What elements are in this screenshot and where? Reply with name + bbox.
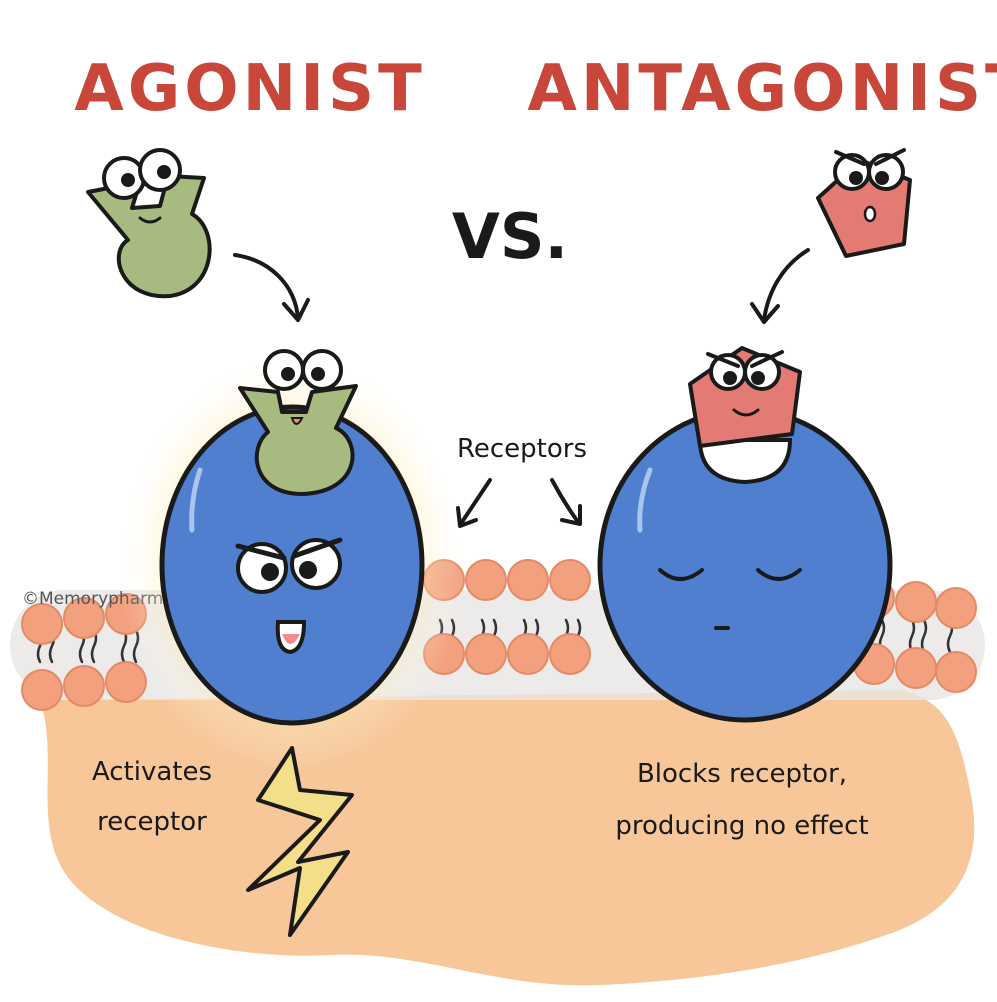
arrow-icon	[458, 478, 492, 527]
arrow-icon	[560, 504, 582, 526]
antagonist-effect-line1: Blocks receptor,	[637, 759, 847, 789]
agonist-molecule-bound	[238, 349, 358, 496]
arrow-icon	[282, 298, 310, 322]
arrow-icon	[550, 478, 580, 524]
antagonist-title: ANTAGONIST	[527, 52, 997, 126]
agonist-effect-line1: Activates	[92, 757, 212, 787]
arrow-icon	[762, 248, 810, 322]
antagonist-effect-line2: producing no effect	[615, 811, 868, 841]
lightning-icon	[246, 746, 354, 937]
antagonist-receptor	[597, 407, 893, 723]
antagonist-molecule-free	[816, 148, 912, 258]
agonist-molecule-free	[86, 148, 212, 299]
agonist-receptor	[159, 404, 425, 726]
arrow-icon	[750, 302, 780, 324]
arrow-icon	[456, 506, 478, 528]
agonist-title: AGONIST	[74, 52, 426, 126]
receptors-label: Receptors	[457, 434, 587, 464]
antagonist-molecule-bound	[688, 346, 802, 448]
versus-label: VS.	[452, 200, 568, 273]
agonist-effect-line2: receptor	[97, 807, 207, 837]
arrow-icon	[233, 253, 300, 320]
